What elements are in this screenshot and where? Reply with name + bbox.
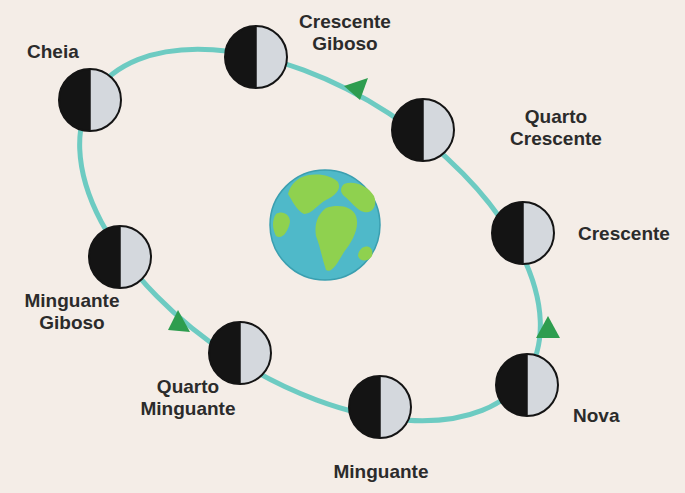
phase-label: Nova [573, 405, 619, 427]
direction-arrow [536, 316, 560, 338]
phase-label: Cheia [27, 41, 79, 63]
phase-label: Quarto Crescente [510, 106, 602, 150]
moon-new [496, 354, 558, 416]
moon-waning-crescent [349, 376, 411, 438]
earth [270, 170, 380, 280]
moon-waxing-gibbous [225, 26, 287, 88]
moon-full [59, 69, 121, 131]
phase-label: Minguante [334, 461, 429, 483]
direction-arrow [168, 310, 190, 332]
moon-waxing-crescent [492, 202, 554, 264]
orbit [15, 0, 606, 493]
phase-label: Crescente [578, 223, 670, 245]
phase-label: Crescente Giboso [299, 11, 391, 55]
moon-first-quarter [392, 99, 454, 161]
moon-last-quarter [209, 322, 271, 384]
moon-waning-gibbous [89, 226, 151, 288]
phase-label: Minguante Giboso [25, 290, 120, 334]
direction-arrow [344, 78, 368, 100]
phase-label: Quarto Minguante [141, 376, 236, 420]
